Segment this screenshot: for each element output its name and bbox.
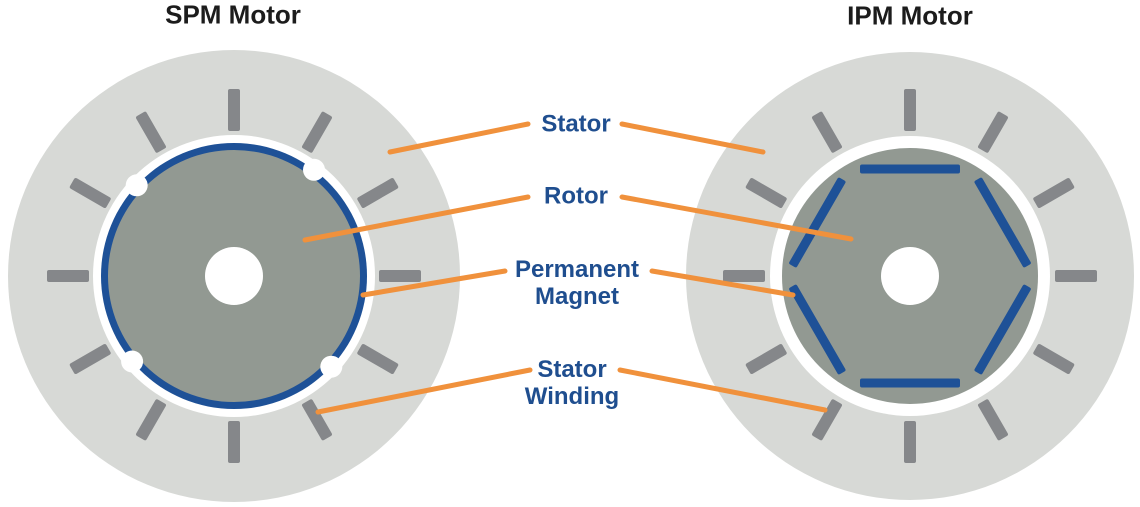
ipm-magnet-bar xyxy=(789,284,846,375)
ipm-magnet-bar xyxy=(860,164,960,174)
spm-winding-slot xyxy=(302,111,332,153)
stator-winding-leader-left xyxy=(315,367,533,415)
ipm-motor-cross-section xyxy=(686,52,1134,500)
ipm-magnet-bar xyxy=(789,177,846,268)
spm-magnet-notch xyxy=(121,350,144,373)
spm-motor-title: SPM Motor xyxy=(165,0,301,30)
spm-winding-slot xyxy=(69,178,111,208)
ipm-winding-slot xyxy=(812,111,842,153)
spm-winding-slot xyxy=(228,421,240,463)
ipm-winding-slot xyxy=(1033,344,1075,374)
ipm-winding-slot xyxy=(904,421,916,463)
spm-winding-slot xyxy=(302,399,332,441)
ipm-motor-title: IPM Motor xyxy=(847,0,973,31)
spm-winding-slot xyxy=(357,178,399,208)
spm-magnet-notch xyxy=(303,158,325,181)
ipm-winding-slot xyxy=(904,89,916,131)
ipm-magnet-bar xyxy=(974,177,1031,268)
stator-leader-right xyxy=(619,121,766,155)
permanent-magnet-leader-right xyxy=(649,268,796,298)
ipm-winding-slot xyxy=(812,399,842,441)
spm-winding-slot xyxy=(379,270,421,282)
ipm-winding-slot xyxy=(723,270,765,282)
spm-magnet-notch xyxy=(125,174,148,197)
ipm-stator-windings xyxy=(723,89,1097,463)
spm-winding-slot xyxy=(136,111,166,153)
spm-magnet-notch xyxy=(320,355,343,378)
ipm-winding-slot xyxy=(978,111,1008,153)
label-stator: Stator xyxy=(541,110,611,138)
rotor-leader-left xyxy=(302,194,531,243)
spm-winding-slot xyxy=(136,399,166,441)
ipm-winding-slot xyxy=(978,399,1008,441)
ipm-winding-slot xyxy=(745,344,787,374)
ipm-magnet-bar xyxy=(860,378,960,388)
ipm-winding-slot xyxy=(1055,270,1097,282)
spm-stator-windings xyxy=(47,89,421,463)
label-rotor: Rotor xyxy=(544,182,608,210)
label-permanent-magnet: Permanent Magnet xyxy=(514,256,640,310)
permanent-magnet-leader-left xyxy=(360,268,508,298)
spm-magnet-segment-notches xyxy=(121,158,343,378)
spm-winding-slot xyxy=(357,344,399,374)
spm-winding-slot xyxy=(69,344,111,374)
ipm-shaft-hole xyxy=(881,247,939,305)
rotor-leader-right xyxy=(619,194,854,242)
spm-motor-cross-section xyxy=(8,50,460,502)
stator-winding-leader-right xyxy=(617,367,828,413)
label-stator-winding: Stator Winding xyxy=(524,356,620,410)
leader-lines xyxy=(302,121,854,415)
ipm-winding-slot xyxy=(745,178,787,208)
spm-winding-slot xyxy=(47,270,89,282)
spm-winding-slot xyxy=(228,89,240,131)
spm-shaft-hole xyxy=(205,247,263,305)
ipm-winding-slot xyxy=(1033,178,1075,208)
stator-leader-left xyxy=(387,121,531,155)
ipm-interior-magnet-bars xyxy=(789,164,1031,388)
ipm-magnet-bar xyxy=(974,284,1031,375)
